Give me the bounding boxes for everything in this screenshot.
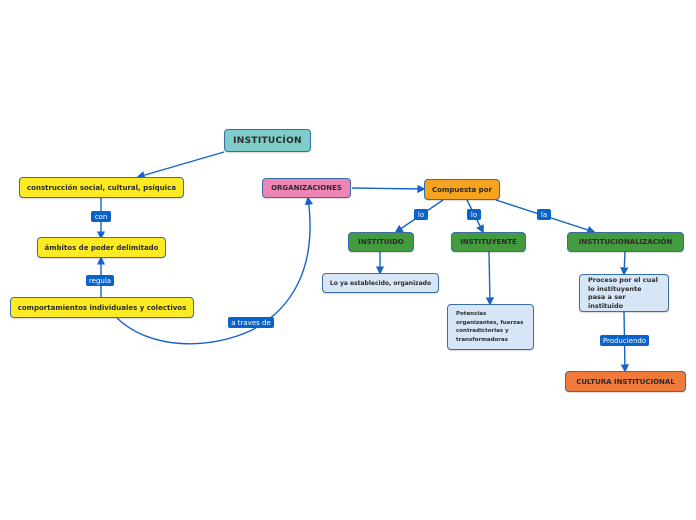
node-comportamientos[interactable]: comportamientos individuales y colectivo… (10, 297, 194, 318)
node-potencias[interactable]: Potencias organizantes, fuerzas contradi… (447, 304, 534, 350)
edge-label-a-traves-de[interactable]: a traves de (228, 317, 274, 328)
edge-root-construccion (136, 151, 225, 180)
node-lo-establecido[interactable]: Lo ya establecido, organizado (322, 273, 439, 293)
edge-label-lo-1[interactable]: lo (414, 209, 428, 220)
node-proceso[interactable]: Proceso por el cual lo instituyente pasa… (579, 274, 669, 312)
node-construccion-social[interactable]: construcción social, cultural, psíquica (19, 177, 184, 198)
edge-label-la[interactable]: la (537, 209, 551, 220)
node-institucionalizacion[interactable]: INSTITUCIONALIZACIÓN (567, 232, 684, 252)
edge-instituyente-potencias (485, 251, 495, 306)
edge-label-lo-2[interactable]: lo (467, 209, 481, 220)
node-institucion[interactable]: INSTITUCÍON (224, 129, 311, 152)
edge-institucionalizacion-proceso (620, 251, 629, 276)
node-instituido[interactable]: INSTITUIDO (348, 232, 414, 252)
node-cultura-institucional[interactable]: CULTURA INSTITUCIONAL (565, 371, 686, 392)
node-instituyente[interactable]: INSTITUYENTE (451, 232, 526, 252)
edge-label-con[interactable]: con (91, 211, 111, 222)
node-ambitos-poder[interactable]: ámbitos de poder delimitado (37, 237, 166, 258)
node-organizaciones[interactable]: ORGANIZACIONES (262, 178, 351, 198)
node-compuesta-por[interactable]: Compuesta por (424, 179, 500, 200)
edge-label-regula[interactable]: regula (86, 275, 114, 286)
edge-label-produciendo[interactable]: Produciendo (600, 335, 649, 346)
edge-organizaciones-compuesta (351, 184, 426, 194)
edge-comportamientos-organizaciones (116, 196, 314, 345)
